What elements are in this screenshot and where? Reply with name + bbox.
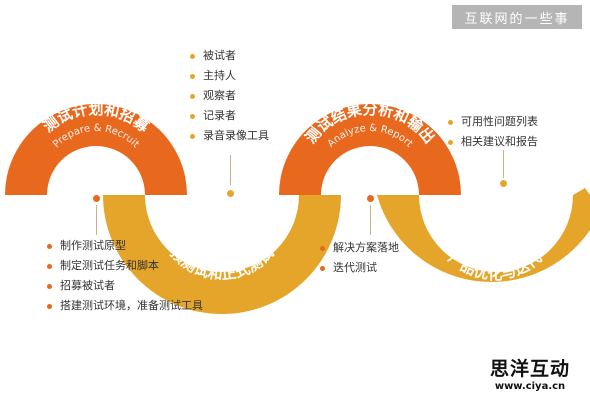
list-item: 被试者: [190, 46, 269, 66]
list-item: 相关建议和报告: [448, 132, 538, 152]
stage-1-band: [5, 104, 187, 195]
list-item: 可用性问题列表: [448, 112, 538, 132]
stage-4-subtitle: Improve & Iterate: [454, 232, 536, 259]
list-item: 制定测试任务和脚本: [47, 256, 203, 276]
stage-4-pin: [500, 180, 507, 187]
stage-1-connector: [96, 205, 97, 235]
stage-2-subtitle: Pilot & Test: [194, 242, 250, 259]
stage-3-items: 解决方案落地 迭代测试: [320, 238, 399, 278]
list-item: 录音录像工具: [190, 126, 269, 146]
stage-3-connector: [370, 205, 371, 235]
stage-2-items: 被试者 主持人 观察者 记录者 录音录像工具: [190, 46, 269, 146]
list-item: 制作测试原型: [47, 236, 203, 256]
stage-3-band: [279, 104, 461, 195]
list-item: 主持人: [190, 66, 269, 86]
list-item: 搭建测试环境，准备测试工具: [47, 296, 203, 316]
stage-1-items: 制作测试原型 制定测试任务和脚本 招募被试者 搭建测试环境，准备测试工具: [47, 236, 203, 316]
stage-2-pin: [227, 190, 234, 197]
list-item: 观察者: [190, 86, 269, 106]
stage-2-band: [103, 195, 341, 314]
list-item: 记录者: [190, 106, 269, 126]
watermark-logo: 思洋互动 www.ciya.cn: [490, 358, 570, 394]
stage-2-connector: [230, 155, 231, 185]
list-item: 解决方案落地: [320, 238, 399, 258]
stage-3-pin: [367, 195, 374, 202]
list-item: 迭代测试: [320, 258, 399, 278]
stage-4-band: [377, 188, 590, 283]
list-item: 招募被试者: [47, 276, 203, 296]
stage-4-items: 可用性问题列表 相关建议和报告: [448, 112, 538, 152]
site-badge: 互联网的一些事: [452, 5, 582, 29]
stage-1-pin: [93, 195, 100, 202]
watermark-name: 思洋互动: [490, 358, 571, 380]
watermark-url: www.ciya.cn: [494, 381, 566, 392]
stage-4-connector: [503, 150, 504, 178]
